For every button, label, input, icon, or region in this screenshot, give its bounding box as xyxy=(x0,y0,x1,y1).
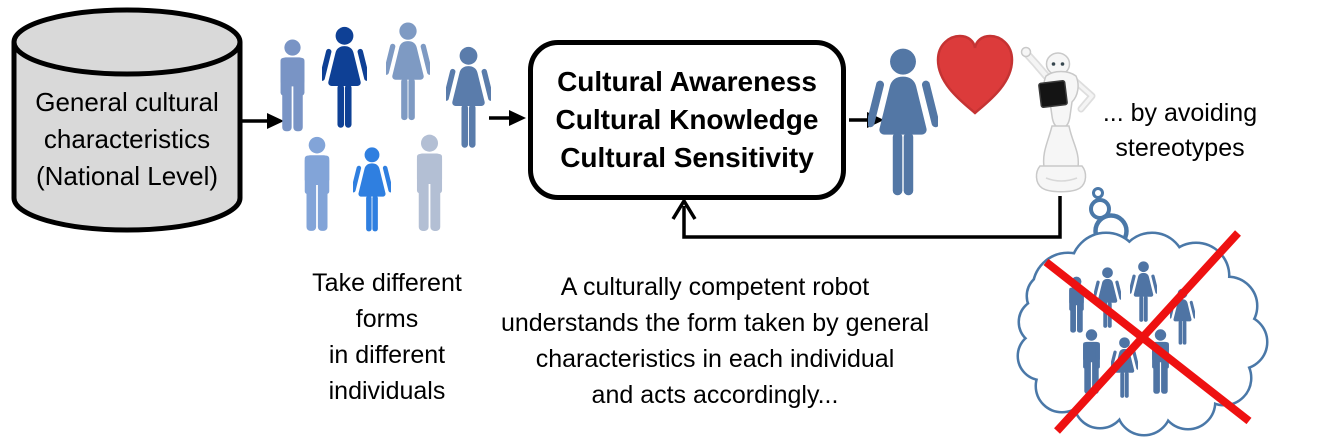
flow-arrow-cylinder-to-people xyxy=(240,113,284,129)
person-male-icon xyxy=(304,136,330,231)
person-female-icon xyxy=(322,26,367,128)
competence-box-line: Cultural Sensitivity xyxy=(560,142,814,173)
competent-caption-line: understands the form taken by general xyxy=(500,309,930,337)
database-label-line: characteristics xyxy=(43,124,211,154)
database-label-line: (National Level) xyxy=(35,161,219,191)
flow-arrow-box-to-person xyxy=(849,112,884,128)
person-female-icon xyxy=(353,147,391,232)
person-female-icon xyxy=(446,46,491,148)
flow-arrow-people-to-box xyxy=(489,110,526,126)
avoiding-stereotypes-caption: ... by avoiding stereotypes xyxy=(1078,96,1282,166)
database-label-line: General cultural xyxy=(35,87,219,117)
avoiding-caption-line: ... by avoiding xyxy=(1102,99,1258,127)
competent-robot-caption: A culturally competent robot understands… xyxy=(435,269,995,413)
competence-box-line: Cultural Knowledge xyxy=(555,104,819,135)
competent-caption-line: and acts accordingly... xyxy=(591,381,839,409)
competent-caption-line: A culturally competent robot xyxy=(560,273,870,301)
heart-icon xyxy=(936,34,1014,115)
person-female-icon xyxy=(386,22,430,121)
population-caption-line: individuals xyxy=(328,377,446,405)
feedback-arrow xyxy=(671,196,1062,239)
avoiding-caption-line: stereotypes xyxy=(1115,134,1245,162)
red-cross-icon xyxy=(1043,230,1252,434)
database-cylinder-icon xyxy=(11,7,243,233)
population-group xyxy=(280,22,491,232)
competent-caption-line: characteristics in each individual xyxy=(535,345,895,373)
population-caption-line: in different xyxy=(328,341,446,369)
database-label: General cultural characteristics (Nation… xyxy=(17,84,237,195)
competence-box: Cultural Awareness Cultural Knowledge Cu… xyxy=(528,40,846,200)
competence-box-line: Cultural Awareness xyxy=(557,66,817,97)
pepper-robot-image xyxy=(1020,46,1096,193)
population-caption-line: forms xyxy=(355,305,419,333)
person-male-icon xyxy=(280,39,305,132)
population-caption-line: Take different xyxy=(312,269,462,297)
population-caption: Take different forms in different indivi… xyxy=(267,265,507,409)
person-male-icon xyxy=(416,134,443,231)
